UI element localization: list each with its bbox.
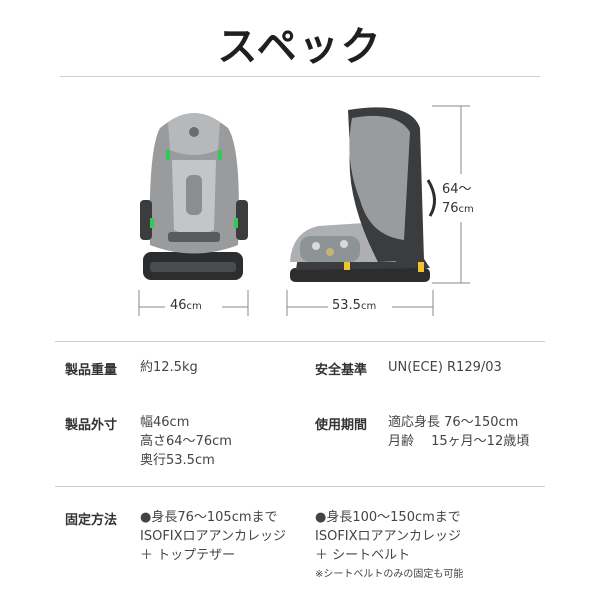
page-title: スペック <box>217 24 383 70</box>
safety-standard-value: UN(ECE) R129/03 <box>388 360 502 375</box>
width-dimension-line <box>138 290 249 316</box>
title-divider <box>60 76 540 77</box>
depth-dimension-label: 53.5cm <box>332 298 377 313</box>
product-size-label: 製品外寸 <box>65 418 118 433</box>
height-dimension-line <box>432 105 470 284</box>
safety-standard-label: 安全基準 <box>315 363 368 378</box>
depth-dimension-line <box>286 290 434 316</box>
fixing-method-col2: ●身長100～150cmまで ISOFIXロアアンカレッジ ＋ シートベルト ※… <box>315 508 463 584</box>
spec-divider-2 <box>55 486 545 487</box>
seat-front-view <box>140 113 248 280</box>
seat-side-view <box>290 107 436 282</box>
spec-divider-1 <box>55 341 545 342</box>
usage-period-label: 使用期間 <box>315 418 368 433</box>
weight-label: 製品重量 <box>65 363 118 378</box>
height-dimension-label: 64～ 76cm <box>442 182 474 216</box>
product-dimension-figure <box>138 105 470 316</box>
usage-period-values: 適応身長 76～150cm 月齢 15ヶ月～12歳頃 <box>388 415 530 449</box>
fixing-method-label: 固定方法 <box>65 513 118 528</box>
weight-value: 約12.5kg <box>140 360 198 375</box>
fixing-method-col1: ●身長76～105cmまで ISOFIXロアアンカレッジ ＋ トップテザー <box>140 510 287 563</box>
product-size-values: 幅46cm 高さ64～76cm 奥行53.5cm <box>140 415 232 468</box>
width-dimension-label: 46cm <box>170 298 202 313</box>
fixing-note: ※シートベルトのみの固定も可能 <box>315 569 464 580</box>
